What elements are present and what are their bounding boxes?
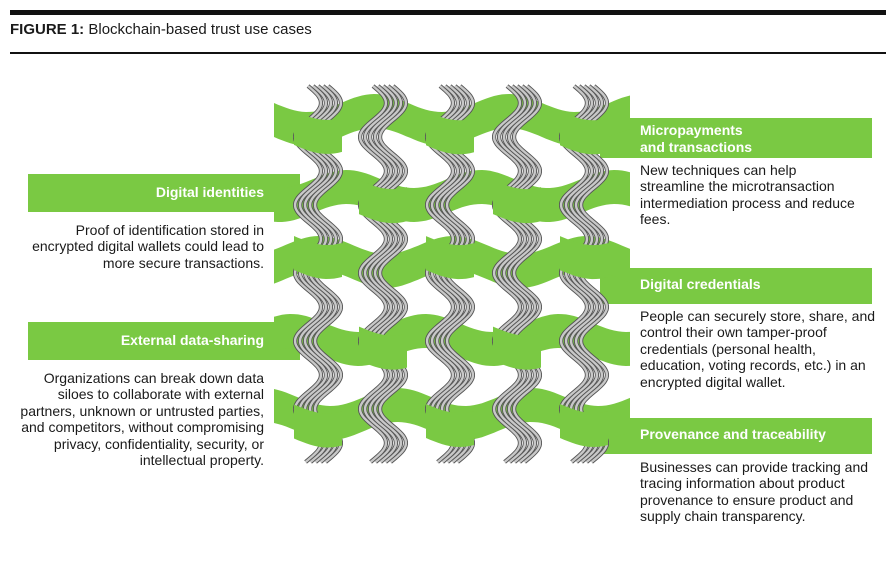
desc-micropayments: New techniques can help streamline the m… <box>640 162 855 228</box>
digital-credentials-bar <box>600 268 872 304</box>
desc-provenance: Businesses can provide tracking and trac… <box>640 459 869 525</box>
figure-caption: FIGURE 1: Blockchain-based trust use cas… <box>10 21 312 39</box>
green-ribbon-over <box>294 404 342 448</box>
label-micropayments-line2: and transactions <box>640 139 753 155</box>
figure-label: FIGURE 1: <box>10 21 85 38</box>
strand-bundle <box>358 84 408 464</box>
strand-core <box>425 85 455 463</box>
green-ribbon-over <box>294 236 342 279</box>
label-micropayments-line1: Micropayments <box>640 122 743 138</box>
green-ribbon-over <box>359 180 407 224</box>
strand-core <box>559 85 589 463</box>
strand-core <box>512 85 542 463</box>
strand-core <box>492 85 522 463</box>
caption-rule <box>10 52 886 54</box>
desc-digital-identities: Proof of identification stored in encryp… <box>32 222 264 271</box>
label-digital-identities: Digital identities <box>155 184 264 200</box>
desc-digital-credentials: People can securely store, share, and co… <box>640 308 876 390</box>
strand-core <box>358 85 388 463</box>
green-ribbon-over <box>359 326 407 370</box>
strand-core <box>502 85 532 463</box>
external-data-sharing-bar <box>28 322 300 360</box>
desc-external-data-sharing: Organizations can break down data siloes… <box>20 370 264 469</box>
green-ribbon-over <box>426 236 474 280</box>
top-rule <box>10 10 886 15</box>
label-micropayments: Micropayments and transactions <box>640 122 752 156</box>
green-ribbon-over <box>560 404 608 447</box>
green-ribbon-over <box>560 111 608 155</box>
label-provenance: Provenance and traceability <box>640 426 826 442</box>
strand-core <box>378 85 408 463</box>
green-ribbon-over <box>426 404 474 447</box>
label-external-data-sharing: External data-sharing <box>120 332 264 348</box>
strand-core <box>363 85 393 463</box>
strand-core <box>368 85 398 463</box>
provenance-bar <box>600 418 872 454</box>
green-ribbon-over <box>493 180 541 224</box>
strand-bundle <box>492 84 542 464</box>
digital-identities-bar <box>28 174 300 212</box>
strand-core <box>373 85 403 463</box>
strand-core <box>507 85 537 463</box>
label-digital-credentials: Digital credentials <box>640 276 761 292</box>
strand-core <box>293 85 323 463</box>
green-ribbon-over <box>426 111 474 155</box>
figure-title: Blockchain-based trust use cases <box>88 21 312 38</box>
strand-core <box>497 85 527 463</box>
green-ribbon-over <box>294 110 342 154</box>
green-ribbon-over <box>493 326 541 370</box>
micropayments-bar <box>600 118 872 158</box>
green-ribbon-over <box>560 236 608 280</box>
